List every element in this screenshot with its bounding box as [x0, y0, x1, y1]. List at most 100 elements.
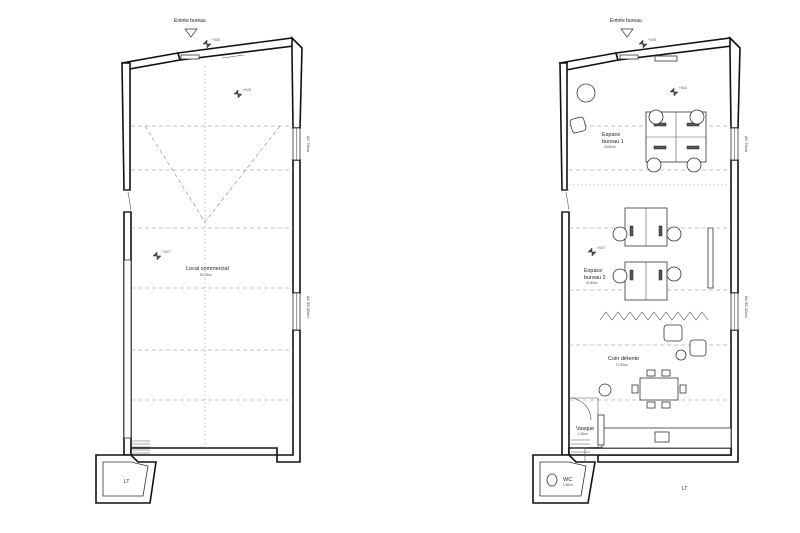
vasque-counter [597, 414, 605, 446]
monitor-icon [658, 225, 663, 237]
right-wall-cabinet [707, 227, 714, 289]
right-level-icon-3 [587, 247, 597, 257]
svg-text:+0,00: +0,00 [212, 38, 220, 42]
dining-table [639, 377, 679, 401]
monitor-icon [653, 145, 667, 150]
armchair-icon [569, 116, 587, 134]
svg-text:+0,02: +0,02 [679, 86, 687, 90]
sink-icon [654, 431, 670, 443]
right-entrance-marker: Entrée bureau [610, 18, 642, 38]
toilet-icon [546, 473, 558, 487]
office-2-name-a: Espace [584, 268, 602, 274]
left-right-wall-mid [292, 159, 301, 294]
right-entrance-door [619, 54, 639, 60]
monitor-icon [686, 145, 700, 150]
svg-text:+0,07: +0,07 [597, 246, 605, 250]
right-level-icon-1 [638, 39, 648, 49]
wc-name: WC [563, 477, 572, 483]
left-entrance-marker: Entrée bureau [174, 18, 206, 38]
chair-icon [661, 401, 671, 409]
plant-icon [576, 83, 596, 103]
right-stair-steps [571, 439, 590, 453]
chair-icon [631, 384, 639, 394]
left-stair-inner [102, 461, 149, 497]
right-bottom-wall [568, 447, 732, 456]
chair-icon [646, 369, 656, 377]
lounge-furniture: Coin détente 17.50m² [598, 324, 732, 449]
left-level-marker-1: +0,00 [202, 38, 220, 49]
left-left-wall [121, 62, 131, 191]
office-1-name-a: Espace [602, 132, 620, 138]
office-2-furniture: Espace bureau 2 21.50m² [584, 207, 709, 321]
right-window-bottom-label: AV 55-30cm [744, 296, 749, 318]
wc-area: 1.50m² [563, 483, 573, 487]
office-1-area: 15.50m² [604, 145, 616, 149]
left-bottom-wall [130, 447, 278, 456]
right-left-wall [559, 62, 568, 191]
vasque-room: Vasque 1.30m² [568, 397, 605, 462]
right-lt-label: LT [682, 486, 687, 492]
left-entrance-triangle-icon [184, 28, 198, 38]
left-level-marker-2: +0,02 [233, 88, 251, 99]
svg-text:+0,07: +0,07 [162, 250, 170, 254]
left-right-wall-top [291, 36, 303, 129]
chair-icon [666, 266, 682, 282]
chair-icon [612, 226, 628, 242]
right-side-door [562, 189, 570, 213]
armchair-icon [689, 339, 707, 357]
chair-icon [646, 401, 656, 409]
chair-icon [646, 157, 662, 173]
chair-icon [661, 369, 671, 377]
lounge-area: 17.50m² [616, 363, 628, 367]
zigzag-partition [599, 311, 709, 321]
monitor-icon [629, 269, 634, 281]
left-level-icon-1 [202, 39, 212, 49]
chair-icon [612, 268, 628, 284]
chair-icon [666, 226, 682, 242]
chair-icon [686, 157, 702, 173]
left-entrance-door [180, 54, 200, 60]
svg-text:+0,00: +0,00 [648, 38, 656, 42]
side-table-icon [675, 349, 687, 361]
right-top-left-wall [558, 52, 620, 71]
left-floor-plan: LT AV 75cm AV 55-30cm Entrée bure [95, 18, 311, 504]
left-level-icon-3 [152, 251, 162, 261]
left-window-bottom-label: AV 55-30cm [306, 296, 311, 318]
vasque-name: Vasque [576, 426, 594, 432]
left-level-marker-3: +0,07 [152, 250, 170, 261]
chair-icon [648, 109, 664, 125]
left-stair-steps [131, 440, 150, 454]
monitor-icon [629, 225, 634, 237]
left-entrance-label: Entrée bureau [174, 18, 206, 24]
right-level-icon-2 [669, 87, 679, 97]
chair-icon [689, 109, 705, 125]
left-room-name: Local commercial [186, 266, 229, 272]
right-right-wall-top [729, 36, 741, 129]
left-level-icon-2 [233, 89, 243, 99]
right-floor-plan: WC 1.50m² AV 75cm AV 55-30cm Entrée bure… [532, 18, 749, 504]
chair-icon [679, 384, 687, 394]
right-entrance-shelf [654, 55, 678, 62]
right-right-wall-mid [730, 159, 739, 294]
right-entrance-label: Entrée bureau [610, 18, 642, 24]
right-level-marker-3: +0,07 [587, 246, 605, 257]
left-side-door [124, 189, 132, 213]
right-left-wall-lower [561, 211, 570, 456]
monitor-icon [658, 269, 663, 281]
office-2-area: 21.50m² [586, 281, 598, 285]
right-level-marker-2: +0,02 [669, 86, 687, 97]
left-window-top-label: AV 75cm [306, 136, 311, 153]
office-1-name-b: bureau 1 [602, 139, 624, 145]
right-wc-inner [539, 461, 587, 497]
svg-text:+0,02: +0,02 [243, 88, 251, 92]
door-swing-icon [568, 397, 592, 421]
right-level-marker-1: +0,00 [638, 38, 656, 49]
office-1-furniture: Espace bureau 1 15.50m² [569, 83, 707, 173]
right-entrance-triangle-icon [620, 28, 634, 38]
left-dashed-grid [131, 66, 293, 448]
left-lt-label: LT [124, 479, 129, 485]
left-room-area: 63.75m² [200, 273, 212, 277]
plant-icon [598, 383, 612, 397]
armchair-icon [663, 324, 683, 342]
